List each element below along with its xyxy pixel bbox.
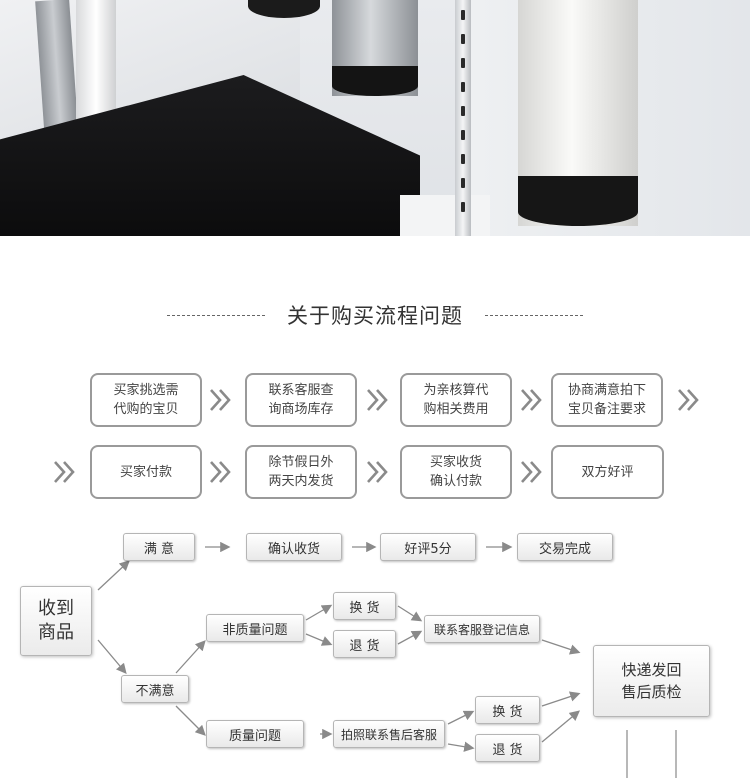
flow-return-2: 退 货 xyxy=(475,734,540,762)
flow-unsatisfied: 不满意 xyxy=(121,675,189,703)
step-text: 联系客服查 xyxy=(268,383,333,398)
ship-back-text: 快递发回 xyxy=(621,659,681,681)
chevron-right-icon xyxy=(208,459,234,485)
process-step-7: 买家收货确认付款 xyxy=(400,445,512,499)
received-goods-box: 收到商品 xyxy=(20,586,92,656)
title-dash-right xyxy=(485,315,583,316)
step-text: 买家收货 xyxy=(430,455,482,470)
photo-middle-lamp xyxy=(332,0,418,96)
process-step-8: 双方好评 xyxy=(551,445,664,499)
flow-good-review: 好评5分 xyxy=(380,533,476,561)
section-title-text: 关于购买流程问题 xyxy=(287,300,463,330)
step-text: 两天内发货 xyxy=(268,474,333,489)
title-dash-left xyxy=(167,315,265,316)
ship-back-text: 售后质检 xyxy=(621,681,681,703)
chevron-right-icon xyxy=(365,459,391,485)
chevron-right-icon xyxy=(676,387,702,413)
step-text: 为亲核算代 xyxy=(423,383,488,398)
process-step-2: 联系客服查询商场库存 xyxy=(245,373,357,427)
step-text: 除节假日外 xyxy=(268,455,333,470)
flow-photo-contact: 拍照联系售后客服 xyxy=(333,720,445,748)
flow-non-quality-issue: 非质量问题 xyxy=(206,614,304,642)
photo-rail xyxy=(455,0,471,236)
process-step-5: 买家付款 xyxy=(90,445,202,499)
product-photo xyxy=(0,0,750,236)
chevron-right-icon xyxy=(52,459,78,485)
process-step-3: 为亲核算代购相关费用 xyxy=(400,373,512,427)
chevron-right-icon xyxy=(208,387,234,413)
step-text: 买家付款 xyxy=(120,465,172,480)
flow-deal-done: 交易完成 xyxy=(517,533,613,561)
process-step-4: 协商满意拍下宝贝备注要求 xyxy=(551,373,663,427)
flow-satisfied: 满 意 xyxy=(123,533,195,561)
flow-contact-cs: 联系客服登记信息 xyxy=(424,615,540,643)
process-step-6: 除节假日外两天内发货 xyxy=(245,445,357,499)
flow-return-1: 退 货 xyxy=(333,630,396,658)
flow-quality-issue: 质量问题 xyxy=(206,720,304,748)
photo-large-lamp xyxy=(518,0,638,226)
step-text: 双方好评 xyxy=(581,465,633,480)
flow-exchange-1: 换 货 xyxy=(333,592,396,620)
step-text: 买家挑选需 xyxy=(113,383,178,398)
received-text: 商品 xyxy=(38,621,74,645)
step-text: 代购的宝贝 xyxy=(113,402,178,417)
step-text: 宝贝备注要求 xyxy=(568,402,646,417)
step-text: 确认付款 xyxy=(430,474,482,489)
step-text: 协商满意拍下 xyxy=(568,383,646,398)
chevron-right-icon xyxy=(519,387,545,413)
flow-confirm-receipt: 确认收货 xyxy=(246,533,342,561)
ship-back-inspection-box: 快递发回售后质检 xyxy=(593,645,710,717)
flow-exchange-2: 换 货 xyxy=(475,696,540,724)
process-step-1: 买家挑选需代购的宝贝 xyxy=(90,373,202,427)
chevron-right-icon xyxy=(365,387,391,413)
photo-white-shelf xyxy=(400,195,490,236)
section-title: 关于购买流程问题 xyxy=(0,298,750,332)
step-text: 询商场库存 xyxy=(268,402,333,417)
step-text: 购相关费用 xyxy=(423,402,488,417)
chevron-right-icon xyxy=(519,459,545,485)
received-text: 收到 xyxy=(38,597,74,621)
